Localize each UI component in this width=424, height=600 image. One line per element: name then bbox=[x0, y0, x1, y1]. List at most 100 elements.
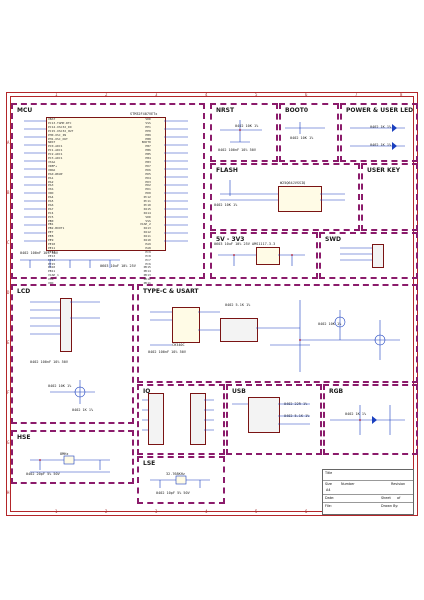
mcu-block: MCU bbox=[11, 103, 205, 279]
io-header-right bbox=[190, 393, 206, 445]
col-label-5-bottom: 5 bbox=[255, 509, 258, 514]
col-label-2: 2 bbox=[105, 92, 108, 97]
regulator-part-number: AMS1117-3.3 bbox=[252, 242, 276, 246]
swd-title: SWD bbox=[325, 236, 341, 243]
flash-wire bbox=[220, 180, 345, 201]
col-label-4: 4 bbox=[205, 92, 208, 97]
junction-3 bbox=[291, 254, 293, 256]
nrst-pullup: 0402 10K 1% bbox=[235, 124, 259, 128]
lcd-block: LCD bbox=[11, 284, 134, 424]
mcu-left-pins: VBAT PC13-TAMP-RTC PC14-OSC32_IN PC15-OS… bbox=[48, 117, 74, 286]
boot0-resistor: 0402 10K 1% bbox=[290, 136, 314, 140]
tb-drawn-label: Drawn By: bbox=[381, 504, 399, 508]
usart-transistor-2 bbox=[374, 334, 386, 346]
col-label-6: 6 bbox=[305, 92, 308, 97]
hse-caps: 0402 20pF 5% 50V bbox=[26, 472, 60, 476]
col-label-3: 3 bbox=[155, 92, 158, 97]
swd-block: SWD bbox=[319, 232, 418, 279]
lse-crystal: 32.768KHz bbox=[166, 472, 185, 476]
led-symbols bbox=[372, 124, 397, 424]
tb-date-label: Date: bbox=[325, 496, 335, 500]
regulator-chip bbox=[256, 247, 280, 265]
user-key-title: USER KEY bbox=[367, 167, 401, 174]
usb-connector bbox=[248, 397, 280, 433]
power-led-resistor: 0402 1K 1% bbox=[370, 125, 392, 129]
row-label-h: H bbox=[7, 490, 10, 495]
swd-wire bbox=[340, 247, 372, 261]
power-led-block: POWER & USER LED bbox=[340, 103, 418, 162]
regulator-cap: 0603 10uF 10% 25V bbox=[214, 242, 250, 246]
tb-revision-label: Revision bbox=[391, 482, 406, 486]
tb-title-label: Title bbox=[325, 471, 333, 475]
usart-transistor-1 bbox=[334, 316, 346, 328]
tb-size-label: Size bbox=[325, 482, 332, 486]
regulator-title: 5V - 3V3 bbox=[216, 236, 245, 243]
rgb-res: 0402 1K 1% bbox=[345, 412, 367, 416]
col-label-7: 7 bbox=[355, 92, 358, 97]
rgb-led-symbol bbox=[372, 416, 377, 424]
junction-6 bbox=[39, 459, 41, 461]
power-led-title: POWER & USER LED bbox=[346, 107, 414, 114]
lcd-title: LCD bbox=[17, 288, 31, 295]
tb-divider-1 bbox=[323, 480, 413, 481]
usart-title: TYPE-C & USART bbox=[143, 288, 199, 295]
lcd-transistor bbox=[74, 386, 86, 398]
hse-title: HSE bbox=[17, 434, 31, 441]
flash-part-number: W25Q64JVSSIQ bbox=[280, 181, 306, 185]
mcu-decoupling-rail bbox=[20, 259, 120, 268]
drawing-inner-frame bbox=[10, 96, 414, 512]
lse-block: LSE bbox=[137, 456, 225, 504]
usart-chip bbox=[172, 307, 200, 343]
boot0-block: BOOT0 bbox=[279, 103, 339, 162]
lse-title: LSE bbox=[143, 460, 156, 467]
mcu-right-stubs bbox=[164, 120, 188, 242]
junction-dots bbox=[39, 129, 361, 461]
junction-1 bbox=[239, 129, 241, 131]
row-label-d: D bbox=[7, 290, 10, 295]
rgb-title: RGB bbox=[329, 388, 344, 395]
row-label-c: C bbox=[7, 240, 10, 245]
usart-part-number: CH340C bbox=[172, 343, 185, 347]
tb-number-label: Number bbox=[341, 482, 355, 486]
led-wire bbox=[350, 127, 405, 147]
mcu-left-stubs bbox=[24, 120, 46, 242]
swd-header bbox=[372, 244, 384, 268]
hse-block: HSE bbox=[11, 430, 134, 484]
junction-5 bbox=[359, 419, 361, 421]
regulator-block: 5V - 3V3 bbox=[210, 232, 318, 279]
io-block: IO bbox=[137, 384, 225, 455]
row-label-f: F bbox=[7, 390, 10, 395]
title-block: Title Size A4 Number Revision Date: Shee… bbox=[322, 469, 414, 515]
col-label-3-bottom: 3 bbox=[155, 509, 158, 514]
col-label-1: 1 bbox=[55, 92, 58, 97]
lse-crystal-symbol bbox=[175, 475, 187, 485]
lcd-base-res: 0402 1K 1% bbox=[72, 408, 94, 412]
lcd-decoupling: 0402 100nF 10% 50V bbox=[30, 360, 68, 364]
flash-block: FLASH bbox=[210, 163, 360, 231]
power-led-symbol bbox=[392, 124, 397, 132]
transistor-symbols bbox=[74, 316, 386, 398]
regulator-wire bbox=[218, 254, 305, 266]
tb-divider-2 bbox=[323, 494, 413, 495]
tb-of-label: of bbox=[397, 496, 401, 500]
usart-transistor-res: 0402 10K 1% bbox=[318, 322, 342, 326]
hse-crystal-symbol bbox=[63, 455, 75, 465]
junction-4 bbox=[299, 339, 301, 341]
row-label-e: E bbox=[7, 340, 10, 345]
crystal-symbols bbox=[63, 455, 187, 485]
rgb-wire bbox=[330, 405, 405, 435]
flash-title: FLASH bbox=[216, 167, 238, 174]
mcu-chip bbox=[46, 117, 166, 251]
user-led-resistor: 0402 1K 1% bbox=[370, 143, 392, 147]
col-label-1-bottom: 1 bbox=[55, 509, 58, 514]
io-header-left bbox=[148, 393, 164, 445]
usb-block: USB bbox=[226, 384, 322, 455]
lcd-connector bbox=[60, 298, 72, 352]
user-led-symbol bbox=[392, 142, 397, 150]
col-label-8: 8 bbox=[400, 92, 403, 97]
mcu-title: MCU bbox=[17, 107, 33, 114]
row-label-b: B bbox=[7, 190, 10, 195]
wire-group bbox=[20, 120, 405, 488]
usart-cc-res: 0402 5.1K 1% bbox=[225, 303, 251, 307]
